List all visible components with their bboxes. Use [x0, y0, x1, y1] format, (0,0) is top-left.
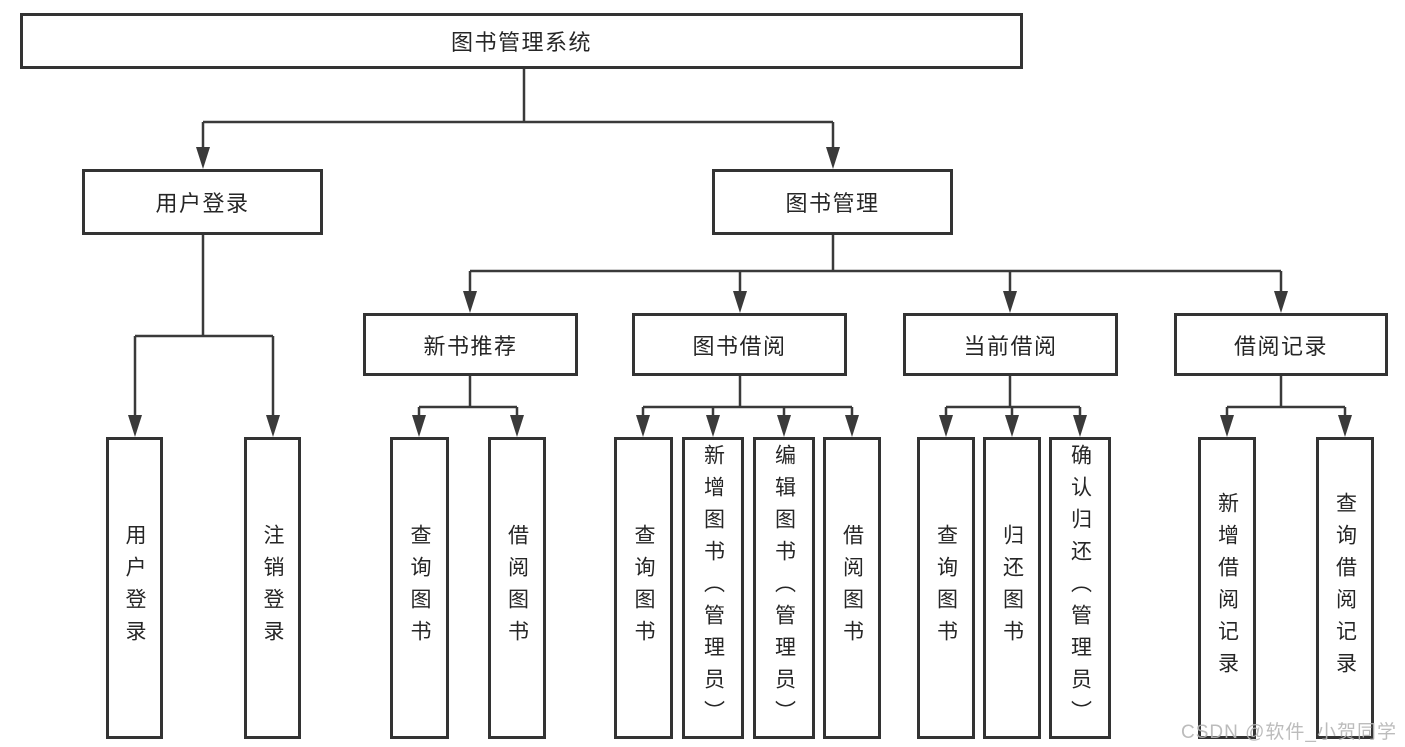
arrowhead-icons	[128, 147, 1352, 437]
leaf-borrow-books-recommend: 借阅图书	[488, 437, 546, 739]
leaf-add-borrow-record: 新增借阅记录	[1198, 437, 1256, 739]
node-borrow-records: 借阅记录	[1174, 313, 1388, 376]
node-label: 确认归还（管理员）	[1068, 444, 1092, 732]
node-root-system: 图书管理系统	[20, 13, 1023, 69]
node-label: 借阅图书	[505, 524, 529, 652]
node-label: 新增借阅记录	[1215, 492, 1239, 684]
node-label: 查询图书	[934, 524, 958, 652]
node-label: 新书推荐	[423, 333, 518, 359]
node-book-borrowing: 图书借阅	[632, 313, 847, 376]
node-label: 查询图书	[408, 524, 431, 652]
leaf-borrow-books-borrowing: 借阅图书	[823, 437, 881, 739]
node-label: 当前借阅	[963, 333, 1058, 359]
node-new-book-recommend: 新书推荐	[363, 313, 578, 376]
node-label: 图书管理系统	[450, 30, 592, 55]
node-label: 新增图书（管理员）	[701, 444, 725, 732]
connector-path	[133, 69, 1347, 418]
leaf-edit-books-admin: 编辑图书（管理员）	[753, 437, 815, 739]
node-label: 归还图书	[1000, 524, 1024, 652]
leaf-query-books-borrowing: 查询图书	[614, 437, 673, 739]
node-label: 图书借阅	[692, 333, 787, 359]
node-label: 用户登录	[155, 191, 250, 216]
node-label: 注销登录	[261, 524, 284, 652]
node-book-management: 图书管理	[712, 169, 953, 235]
node-label: 编辑图书（管理员）	[772, 444, 796, 732]
node-label: 借阅记录	[1233, 333, 1328, 359]
leaf-add-books-admin: 新增图书（管理员）	[682, 437, 744, 739]
node-label: 查询图书	[632, 524, 655, 652]
leaf-query-books-recommend: 查询图书	[390, 437, 449, 739]
leaf-logout: 注销登录	[244, 437, 301, 739]
leaf-confirm-return-admin: 确认归还（管理员）	[1049, 437, 1111, 739]
node-label: 用户登录	[123, 524, 146, 652]
node-user-login: 用户登录	[82, 169, 323, 235]
leaf-user-login: 用户登录	[106, 437, 163, 739]
leaf-query-borrow-record: 查询借阅记录	[1316, 437, 1374, 739]
node-label: 借阅图书	[840, 524, 864, 652]
node-label: 查询借阅记录	[1333, 492, 1357, 684]
leaf-query-books-current: 查询图书	[917, 437, 975, 739]
leaf-return-books: 归还图书	[983, 437, 1041, 739]
watermark: CSDN @软件_小贺同学	[1181, 722, 1397, 743]
node-current-borrowing: 当前借阅	[903, 313, 1118, 376]
node-label: 图书管理	[785, 191, 880, 216]
